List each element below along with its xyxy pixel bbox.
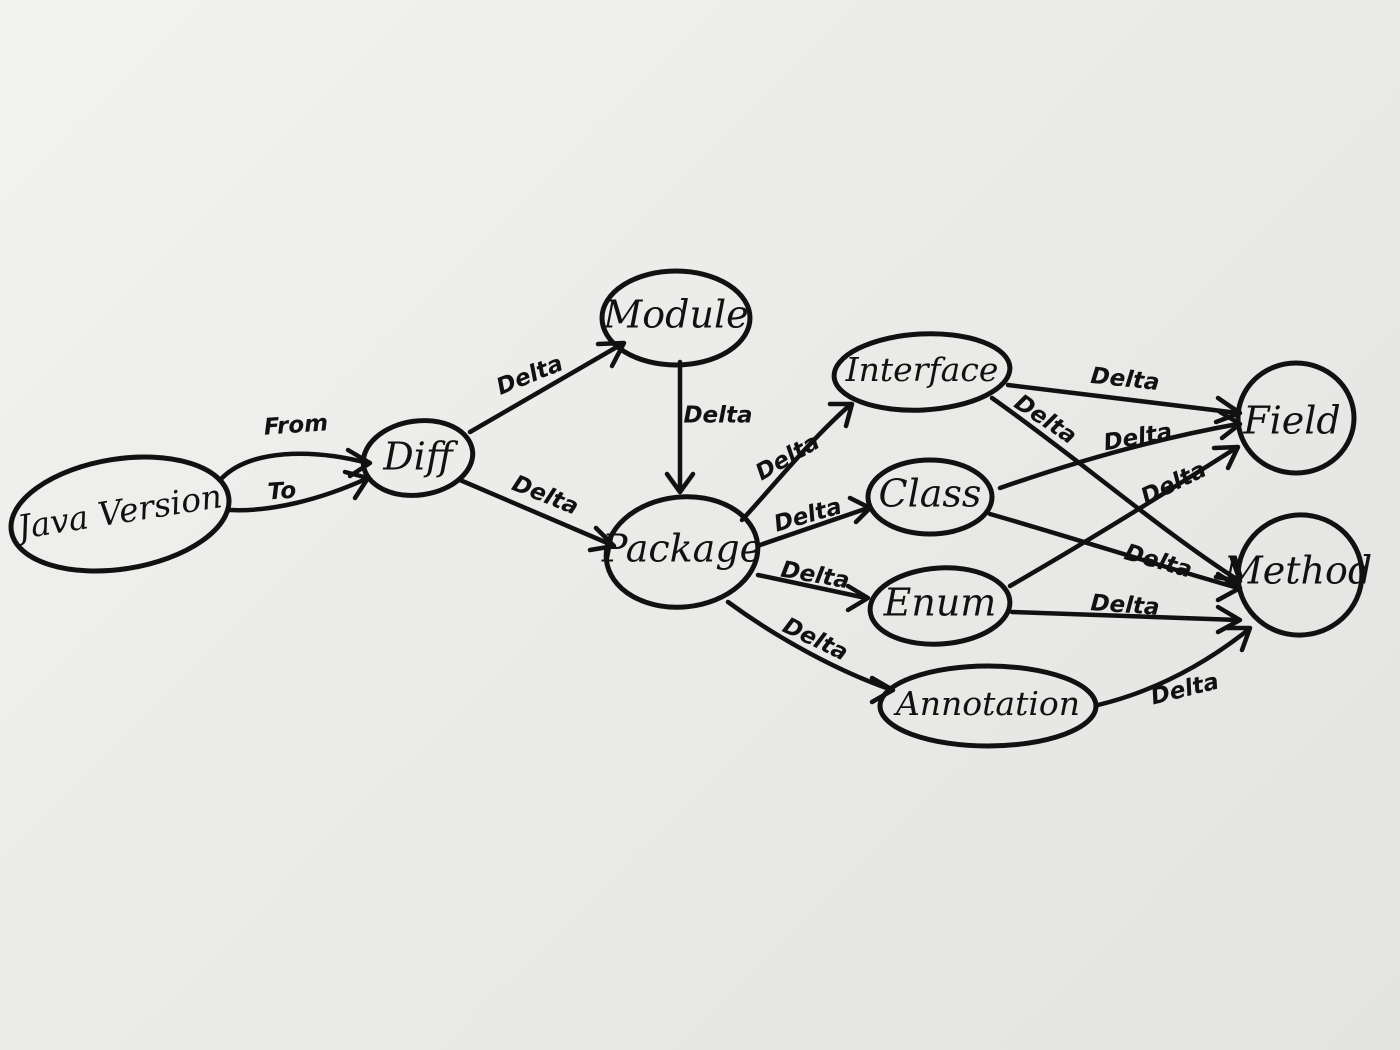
node-label-enum: Enum <box>883 581 997 625</box>
node-label-class: Class <box>879 472 982 516</box>
node-diff: Diff <box>360 418 476 498</box>
arrowhead-from <box>345 447 373 479</box>
node-label-method: Method <box>1223 549 1372 593</box>
arrowhead-annotation-method <box>1223 625 1253 653</box>
edge-label-interface-field: Delta <box>1089 363 1160 396</box>
edge-label-to: To <box>267 478 297 506</box>
node-package: Package <box>601 494 762 610</box>
edge-to <box>227 475 371 513</box>
arrowhead-package-interface <box>827 401 855 429</box>
edge-annotation-method <box>1095 627 1251 708</box>
edge-label-from: From <box>263 410 329 440</box>
arrowhead-package-enum <box>845 583 871 613</box>
node-method: Method <box>1223 512 1372 638</box>
node-label-annotation: Annotation <box>893 684 1080 723</box>
edge-package-enum <box>755 572 869 601</box>
node-annotation: Annotation <box>877 663 1099 749</box>
edge-label-enum-method: Delta <box>1090 590 1161 621</box>
node-label-interface: Interface <box>845 350 999 389</box>
node-label-module: Module <box>602 293 748 337</box>
edge-enum-field <box>1007 445 1239 589</box>
edge-label-package-enum: Delta <box>779 557 852 595</box>
arrowhead-diff-package <box>587 525 617 553</box>
edge-from <box>219 451 371 481</box>
node-label-package: Package <box>601 527 762 571</box>
edge-label-diff-module: Delta <box>493 351 567 401</box>
edge-interface-method <box>989 395 1241 583</box>
edge-class-field <box>997 421 1241 491</box>
node-enum: Enum <box>867 565 1013 647</box>
edge-package-interface <box>739 402 853 523</box>
edge-diff-package <box>457 477 615 548</box>
edge-class-method <box>987 511 1241 591</box>
edge-package-class <box>757 505 871 548</box>
edge-enum-method <box>1009 609 1241 623</box>
node-field: Field <box>1235 360 1357 476</box>
edge-label-diff-package: Delta <box>508 471 582 521</box>
node-interface: Interface <box>831 331 1013 413</box>
edge-label-module-package: Delta <box>683 403 752 429</box>
edge-package-annotation <box>725 599 895 693</box>
node-class: Class <box>865 457 995 537</box>
edge-label-class-field: Delta <box>1102 419 1175 457</box>
edge-interface-field <box>1005 382 1241 416</box>
arrowhead-enum-field <box>1211 444 1241 471</box>
node-module: Module <box>599 268 753 368</box>
edge-label-annotation-method: Delta <box>1148 669 1221 711</box>
arrowhead-diff-module <box>595 340 627 369</box>
arrowhead-module-package <box>664 471 696 495</box>
edge-label-enum-field: Delta <box>1137 457 1210 511</box>
node-label-diff: Diff <box>382 435 459 479</box>
edge-diff-module <box>467 341 625 435</box>
edge-label-class-method: Delta <box>1121 540 1195 584</box>
edge-label-package-interface: Delta <box>751 429 824 486</box>
node-label-field: Field <box>1242 399 1341 443</box>
node-java-version: Java Version <box>8 454 232 574</box>
